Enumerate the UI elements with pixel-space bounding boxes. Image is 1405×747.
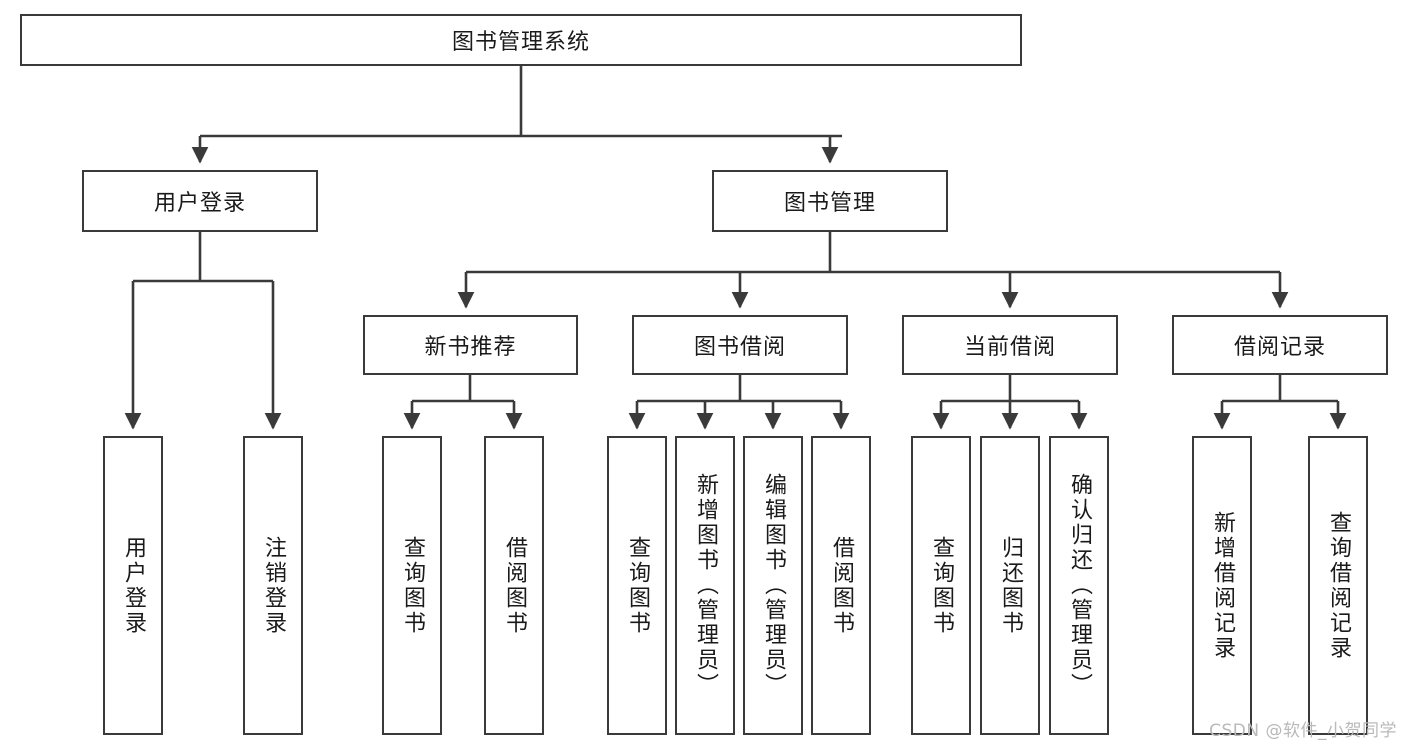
leaf-label: 新增图书（管理员） [693, 473, 718, 698]
node-current-borrow[interactable]: 当前借阅 [902, 315, 1118, 375]
leaf-current-confirm-return[interactable]: 确认归还（管理员） [1049, 436, 1109, 735]
leaf-label: 查询图书 [929, 535, 954, 636]
node-book-borrow-label: 图书借阅 [693, 335, 786, 360]
leaf-label: 查询图书 [625, 535, 650, 636]
leaf-recommend-borrow-book[interactable]: 借阅图书 [484, 436, 544, 735]
node-book-management-label: 图书管理 [783, 191, 876, 216]
leaf-borrow-borrow-book[interactable]: 借阅图书 [811, 436, 871, 735]
leaf-label: 确认归还（管理员） [1067, 473, 1092, 698]
leaf-label: 查询借阅记录 [1326, 510, 1351, 661]
leaf-current-query-book[interactable]: 查询图书 [911, 436, 971, 735]
node-user-login-label: 用户登录 [153, 191, 246, 216]
leaf-borrow-query-book[interactable]: 查询图书 [607, 436, 667, 735]
leaf-record-add-record[interactable]: 新增借阅记录 [1192, 436, 1252, 735]
leaf-label: 用户登录 [121, 535, 146, 636]
node-root-label: 图书管理系统 [451, 30, 590, 55]
leaf-label: 注销登录 [261, 535, 286, 636]
leaf-label: 归还图书 [998, 535, 1023, 636]
leaf-label: 查询图书 [400, 535, 425, 636]
node-book-management[interactable]: 图书管理 [712, 170, 948, 232]
leaf-user-login-logout[interactable]: 注销登录 [243, 436, 303, 735]
leaf-label: 借阅图书 [502, 535, 527, 636]
node-new-book-recommend[interactable]: 新书推荐 [363, 315, 578, 375]
leaf-borrow-add-book[interactable]: 新增图书（管理员） [675, 436, 735, 735]
node-root[interactable]: 图书管理系统 [20, 14, 1022, 66]
node-current-borrow-label: 当前借阅 [963, 335, 1056, 360]
leaf-record-query-record[interactable]: 查询借阅记录 [1308, 436, 1368, 735]
node-user-login[interactable]: 用户登录 [82, 170, 318, 232]
csdn-watermark: CSDN @软件_小贺同学 [1209, 721, 1397, 741]
leaf-recommend-query-book[interactable]: 查询图书 [382, 436, 442, 735]
leaf-label: 新增借阅记录 [1210, 510, 1235, 661]
leaf-label: 编辑图书（管理员） [761, 473, 786, 698]
node-book-borrow[interactable]: 图书借阅 [632, 315, 848, 375]
leaf-borrow-edit-book[interactable]: 编辑图书（管理员） [743, 436, 803, 735]
leaf-current-return-book[interactable]: 归还图书 [980, 436, 1040, 735]
leaf-user-login-login[interactable]: 用户登录 [103, 436, 163, 735]
node-new-book-recommend-label: 新书推荐 [424, 335, 517, 360]
node-borrow-record[interactable]: 借阅记录 [1172, 315, 1388, 375]
node-borrow-record-label: 借阅记录 [1233, 335, 1326, 360]
leaf-label: 借阅图书 [829, 535, 854, 636]
